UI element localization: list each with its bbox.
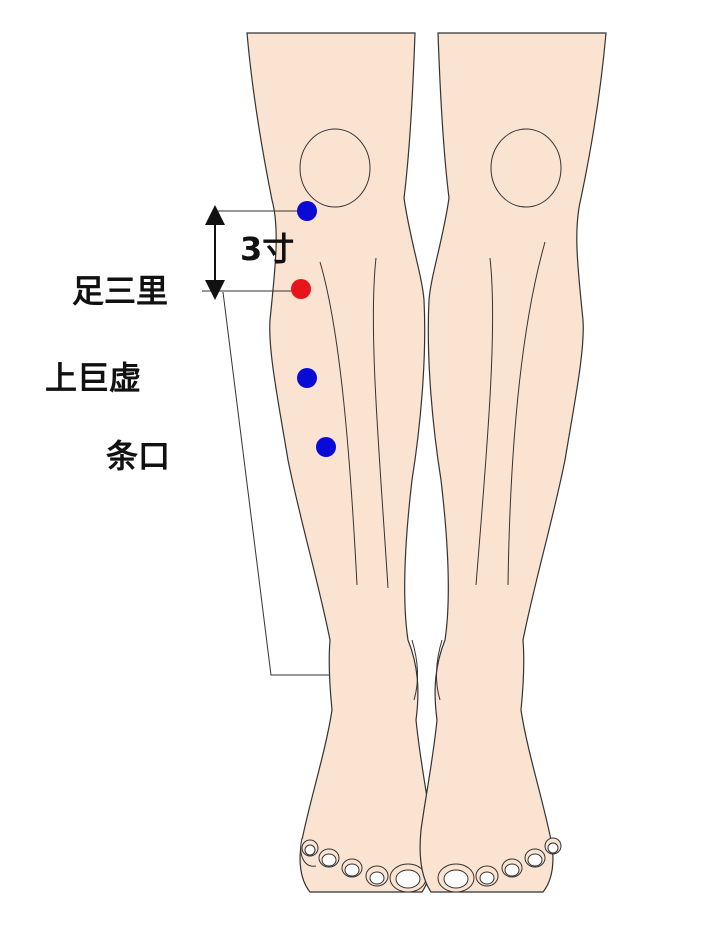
left-leg	[246, 32, 434, 893]
right-shin-line-1	[507, 241, 546, 586]
acupoint-top-blue	[297, 201, 317, 221]
right-kneecap	[490, 128, 562, 208]
label-tiaokou: 条口	[106, 437, 170, 475]
label-zusanli: 足三里	[72, 272, 168, 310]
right-toes	[437, 837, 562, 893]
right-ankle-line	[435, 639, 443, 701]
left-kneecap	[299, 128, 371, 208]
acupoint-zusanli	[291, 279, 311, 299]
left-toes	[300, 837, 427, 893]
left-leg-outline	[246, 32, 434, 893]
left-shin-line-2	[372, 257, 389, 589]
left-ankle-line	[411, 639, 419, 701]
right-leg	[419, 32, 607, 893]
right-shin-line-2	[475, 257, 494, 586]
measure-label: 3寸	[240, 230, 294, 268]
left-shin-line-1	[319, 261, 358, 586]
measurement-guides	[202, 205, 330, 676]
acupoint-tiaokou	[316, 437, 336, 457]
acupoint-shangjuxu	[297, 368, 317, 388]
label-shangjuxu: 上巨虚	[45, 359, 141, 397]
guide-long-line	[222, 291, 330, 676]
right-leg-outline	[419, 32, 607, 893]
